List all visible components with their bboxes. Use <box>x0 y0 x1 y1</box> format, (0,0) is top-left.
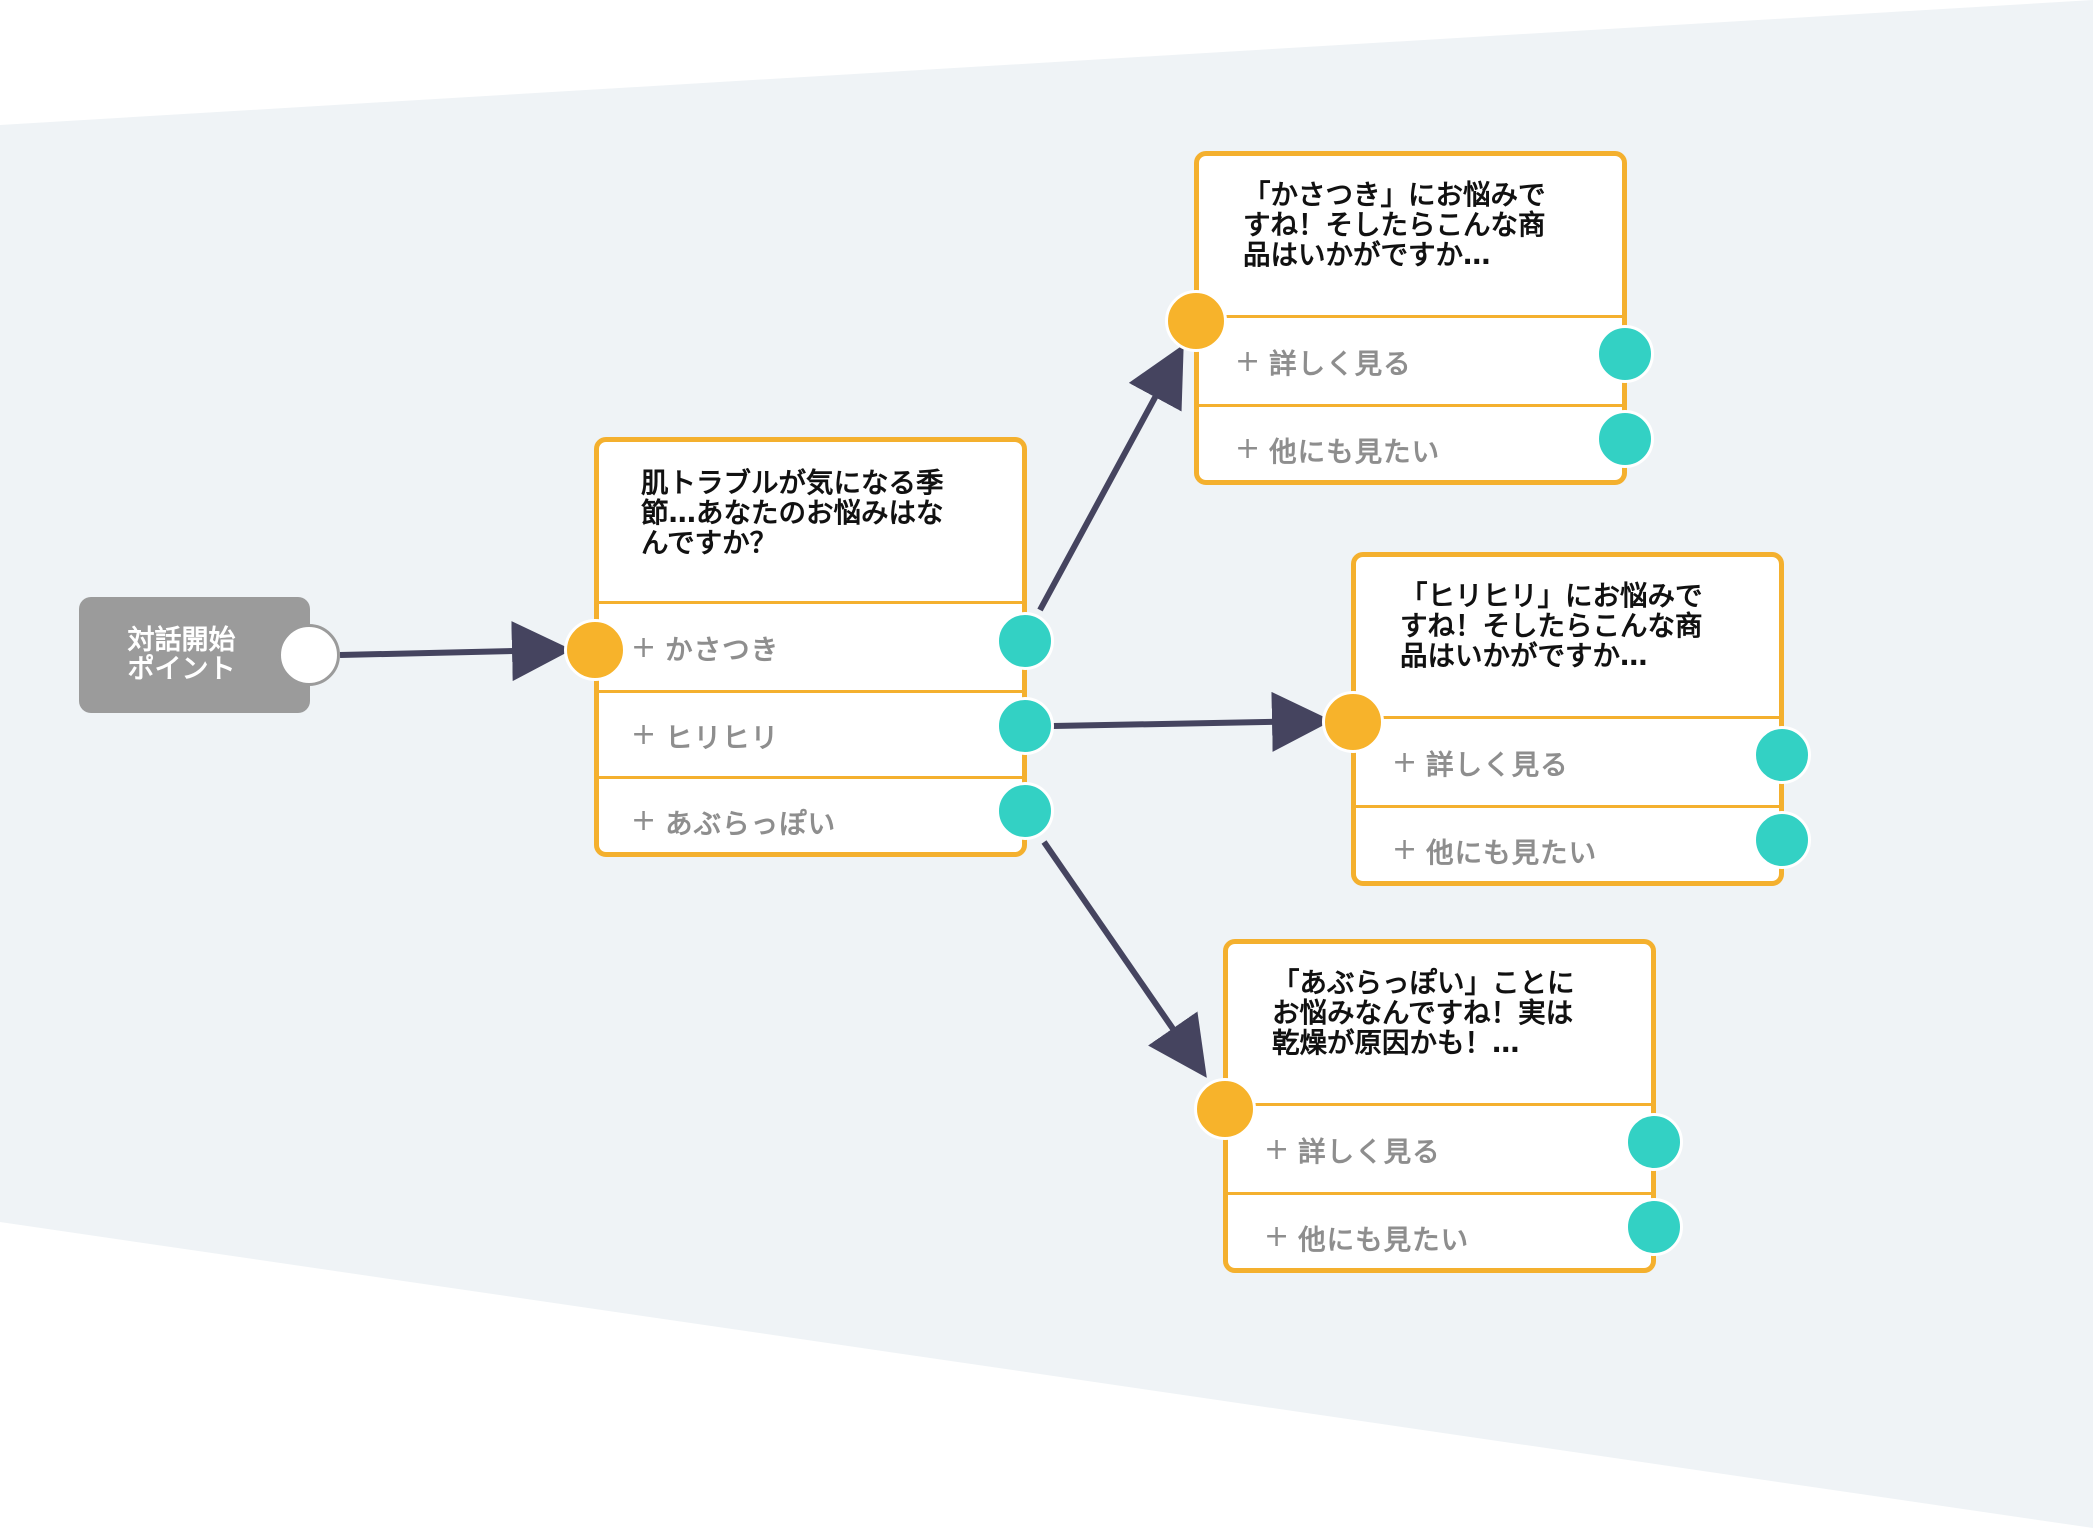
output-port[interactable] <box>996 612 1054 670</box>
option-label: かさつき <box>665 634 780 666</box>
output-port[interactable] <box>1625 1113 1683 1171</box>
input-port[interactable] <box>564 619 626 681</box>
answer-node-kasatsuki[interactable]: 「かさつき」にお悩みで すね！そしたらこんな商 品はいかがですか… +詳しく見る… <box>1194 151 1627 485</box>
option-label: 他にも見たい <box>1426 836 1598 869</box>
plus-icon: + <box>631 803 658 838</box>
option-label: あぶらっぽい <box>665 807 837 840</box>
option-row[interactable]: +詳しく見る <box>1356 719 1779 805</box>
option-row[interactable]: +あぶらっぽい <box>599 776 1022 862</box>
plus-icon: + <box>1235 343 1262 379</box>
node-message: 「あぶらっぽい」ことに お悩みなんですね！実は 乾燥が原因かも！… <box>1228 944 1651 1106</box>
input-port[interactable] <box>1322 691 1384 753</box>
node-message: 「ヒリヒリ」にお悩みで すね！そしたらこんな商 品はいかがですか… <box>1356 557 1779 719</box>
plus-icon: + <box>1392 832 1419 867</box>
output-port[interactable] <box>1625 1198 1683 1256</box>
connections <box>339 344 1332 1078</box>
output-port[interactable] <box>1753 726 1811 784</box>
option-label: 他にも見たい <box>1298 1223 1470 1256</box>
start-node[interactable]: 対話開始 ポイント <box>79 597 310 713</box>
edge-start-to-question <box>339 621 572 682</box>
option-row[interactable]: +詳しく見る <box>1228 1106 1651 1192</box>
option-row[interactable]: +他にも見たい <box>1356 805 1779 891</box>
option-label: 他にも見たい <box>1269 435 1441 468</box>
answer-node-aburappoi[interactable]: 「あぶらっぽい」ことに お悩みなんですね！実は 乾燥が原因かも！… +詳しく見る… <box>1223 939 1656 1273</box>
output-port[interactable] <box>1596 325 1654 383</box>
output-port[interactable] <box>1596 410 1654 468</box>
option-label: 詳しく見る <box>1269 348 1412 380</box>
plus-icon: + <box>1264 1131 1291 1167</box>
plus-icon: + <box>1264 1219 1291 1254</box>
edge-hirihiri <box>1052 691 1332 752</box>
edge-aburappoi <box>1041 840 1207 1078</box>
plus-icon: + <box>1392 744 1419 780</box>
start-output-port[interactable] <box>278 624 340 686</box>
node-message: 肌トラブルが気になる季 節…あなたのお悩みはな んですか？ <box>599 442 1022 604</box>
output-port[interactable] <box>996 697 1054 755</box>
plus-icon: + <box>1235 431 1262 466</box>
answer-node-hirihiri[interactable]: 「ヒリヒリ」にお悩みで すね！そしたらこんな商 品はいかがですか… +詳しく見る… <box>1351 552 1784 886</box>
option-row[interactable]: +他にも見たい <box>1228 1192 1651 1278</box>
edge-kasatsuki <box>1037 344 1184 612</box>
node-message: 「かさつき」にお悩みで すね！そしたらこんな商 品はいかがですか… <box>1199 156 1622 318</box>
option-label: 詳しく見る <box>1298 1136 1441 1168</box>
plus-icon: + <box>631 717 658 752</box>
question-node[interactable]: 肌トラブルが気になる季 節…あなたのお悩みはな んですか？ +かさつき +ヒリヒ… <box>594 437 1027 857</box>
output-port[interactable] <box>996 782 1054 840</box>
option-row[interactable]: +他にも見たい <box>1199 404 1622 490</box>
option-row[interactable]: +ヒリヒリ <box>599 690 1022 776</box>
option-label: 詳しく見る <box>1426 749 1569 781</box>
option-label: ヒリヒリ <box>665 721 780 754</box>
output-port[interactable] <box>1753 811 1811 869</box>
input-port[interactable] <box>1165 290 1227 352</box>
plus-icon: + <box>631 629 658 665</box>
option-row[interactable]: +かさつき <box>599 604 1022 690</box>
option-row[interactable]: +詳しく見る <box>1199 318 1622 404</box>
input-port[interactable] <box>1194 1078 1256 1140</box>
start-node-label: 対話開始 ポイント <box>127 625 236 685</box>
